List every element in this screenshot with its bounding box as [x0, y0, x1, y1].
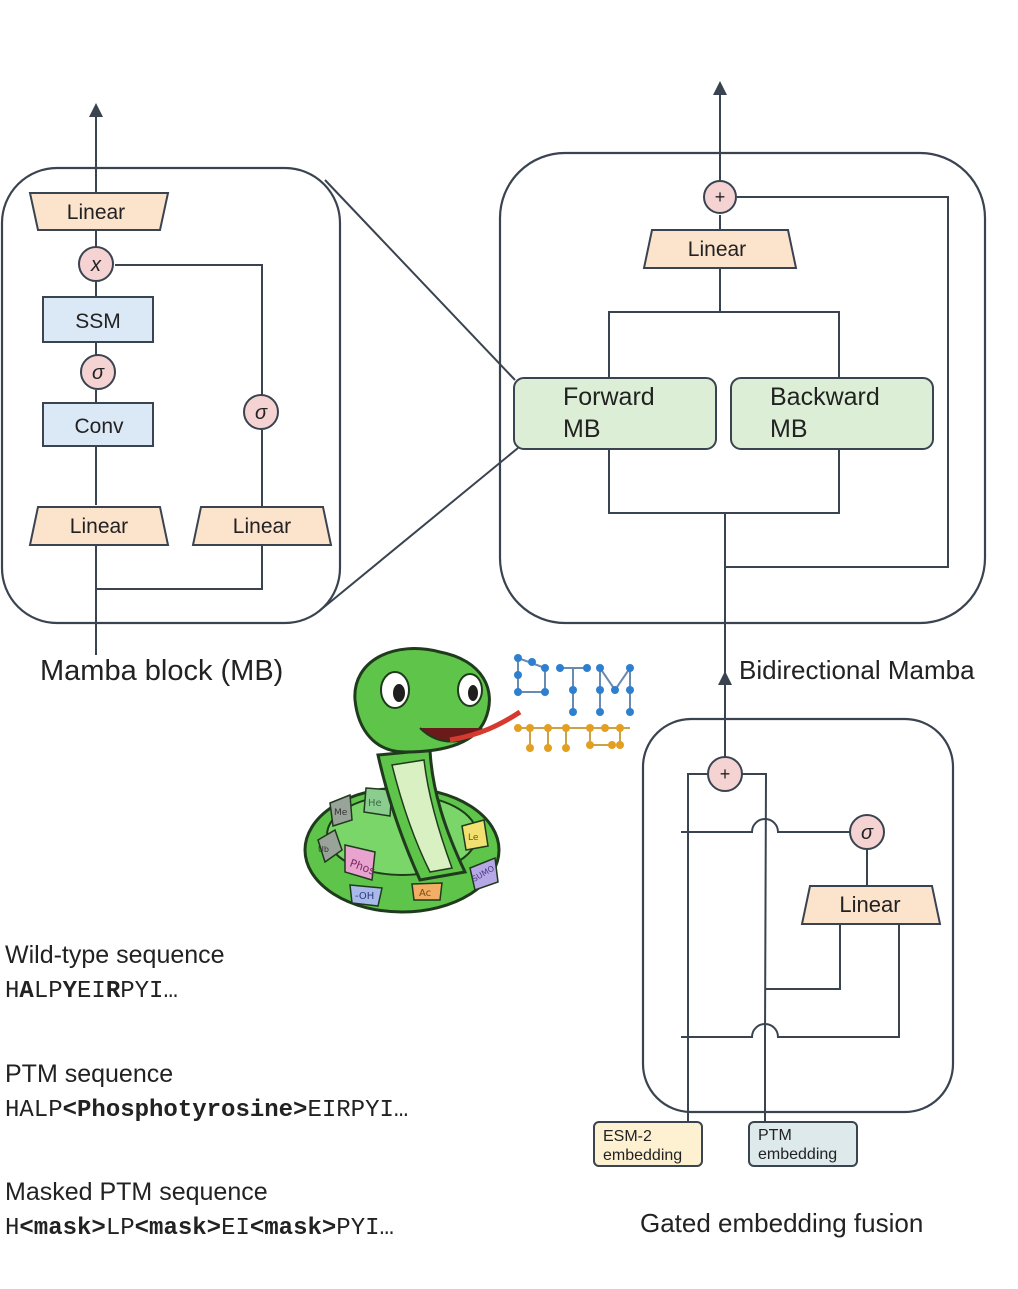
conv-label: Conv	[74, 415, 124, 438]
masked-title: Masked PTM sequence	[5, 1178, 268, 1206]
chip-oh: -OH	[355, 891, 374, 902]
sequence-segment: <Phosphotyrosine>	[63, 1097, 308, 1124]
fusion-linear-label: Linear	[839, 892, 900, 917]
sigma-node-left	[80, 354, 116, 390]
chip-me: Me	[334, 808, 348, 818]
esm-line1: ESM-2	[603, 1128, 652, 1145]
forward-mb-block	[513, 377, 717, 450]
sequence-segment: <mask>	[135, 1215, 221, 1242]
mb-linear-bottom-right	[191, 506, 333, 546]
sequence-segment: R	[106, 978, 121, 1005]
forward-line1: Forward	[563, 383, 655, 411]
mb-linear-top	[28, 192, 170, 231]
wild-type-title: Wild-type sequence	[5, 941, 225, 969]
chip-he: He	[368, 798, 382, 809]
sequence-segment: H	[5, 1215, 19, 1242]
ptm-embedding-box	[748, 1121, 858, 1167]
sequence-segment: PYI…	[336, 1215, 394, 1242]
fusion-title: Gated embedding fusion	[640, 1208, 923, 1238]
sequence-segment: EI	[221, 1215, 250, 1242]
masked-sequence: H<mask>LP<mask>EI<mask>PYI…	[5, 1215, 394, 1242]
chip-ub: Ub	[318, 845, 329, 854]
multiply-node	[78, 246, 114, 282]
ptm-title: PTM sequence	[5, 1060, 173, 1088]
fusion-plus-node	[707, 756, 743, 792]
sigma-node-right	[243, 394, 279, 430]
mb-linear-top-label: Linear	[67, 201, 125, 224]
sigma-right-label: σ	[255, 402, 268, 424]
forward-line2: MB	[563, 415, 601, 443]
bi-plus-node	[703, 180, 737, 214]
backward-line2: MB	[770, 415, 808, 443]
sequence-segment: EI	[77, 978, 106, 1005]
esm-line2: embedding	[603, 1147, 682, 1164]
mamba-block-panel: Linear x SSM σ Conv σ Linear Linear Mamb…	[0, 103, 519, 687]
multiply-label: x	[90, 254, 102, 276]
fusion-sigma-label: σ	[861, 822, 874, 844]
bi-linear-block	[642, 229, 798, 269]
mb-linear-bottom-left	[28, 506, 170, 546]
mamba-block-title: Mamba block (MB)	[40, 655, 283, 687]
sequence-segment: A	[19, 978, 34, 1005]
sequence-segment: <mask>	[250, 1215, 336, 1242]
conv-block	[42, 402, 154, 447]
snake-mascot: He Phos -OH Ac SUMO Le Me Ub	[303, 647, 634, 914]
bidirectional-mamba-panel: + Linear Forward MB Backward MB Bidirect…	[498, 81, 987, 774]
ptm-sequence: HALP<Phosphotyrosine>EIRPYI…	[5, 1097, 408, 1124]
wild-type-sequence: HALPYEIRPYI…	[5, 978, 178, 1005]
mb-linear-bl-label: Linear	[70, 515, 128, 538]
backward-mb-block	[730, 377, 934, 450]
bidirectional-title: Bidirectional Mamba	[739, 655, 975, 685]
fusion-sigma-node	[849, 814, 885, 850]
sequence-segment: <mask>	[19, 1215, 105, 1242]
sequence-segment: H	[5, 978, 19, 1005]
ssm-label: SSM	[75, 310, 121, 333]
ptm-network-logo	[514, 654, 634, 752]
mb-linear-br-label: Linear	[233, 515, 291, 538]
bi-plus-label: +	[715, 187, 726, 207]
sequence-segment: LP	[34, 978, 63, 1005]
sequence-segment: HALP	[5, 1097, 63, 1124]
chip-le: Le	[468, 833, 479, 843]
chip-ac: Ac	[419, 888, 431, 899]
sequence-segment: LP	[106, 1215, 135, 1242]
sequence-segment: PYI…	[120, 978, 178, 1005]
ptm-line1: PTM	[758, 1127, 792, 1144]
bi-linear-label: Linear	[688, 238, 746, 261]
gated-fusion-panel: + σ Linear ESM-2 embedding PTM embedding…	[593, 717, 955, 1238]
sequence-examples: Wild-type sequence HALPYEIRPYI… PTM sequ…	[5, 941, 408, 1242]
fusion-linear-block	[800, 885, 942, 925]
sigma-left-label: σ	[92, 362, 105, 384]
ptm-line2: embedding	[758, 1146, 837, 1163]
sequence-segment: EIRPYI…	[307, 1097, 408, 1124]
sequence-segment: Y	[63, 978, 78, 1005]
fusion-plus-label: +	[720, 764, 731, 784]
ssm-block	[42, 296, 154, 343]
backward-line1: Backward	[770, 383, 880, 411]
esm-embedding-box	[593, 1121, 703, 1167]
